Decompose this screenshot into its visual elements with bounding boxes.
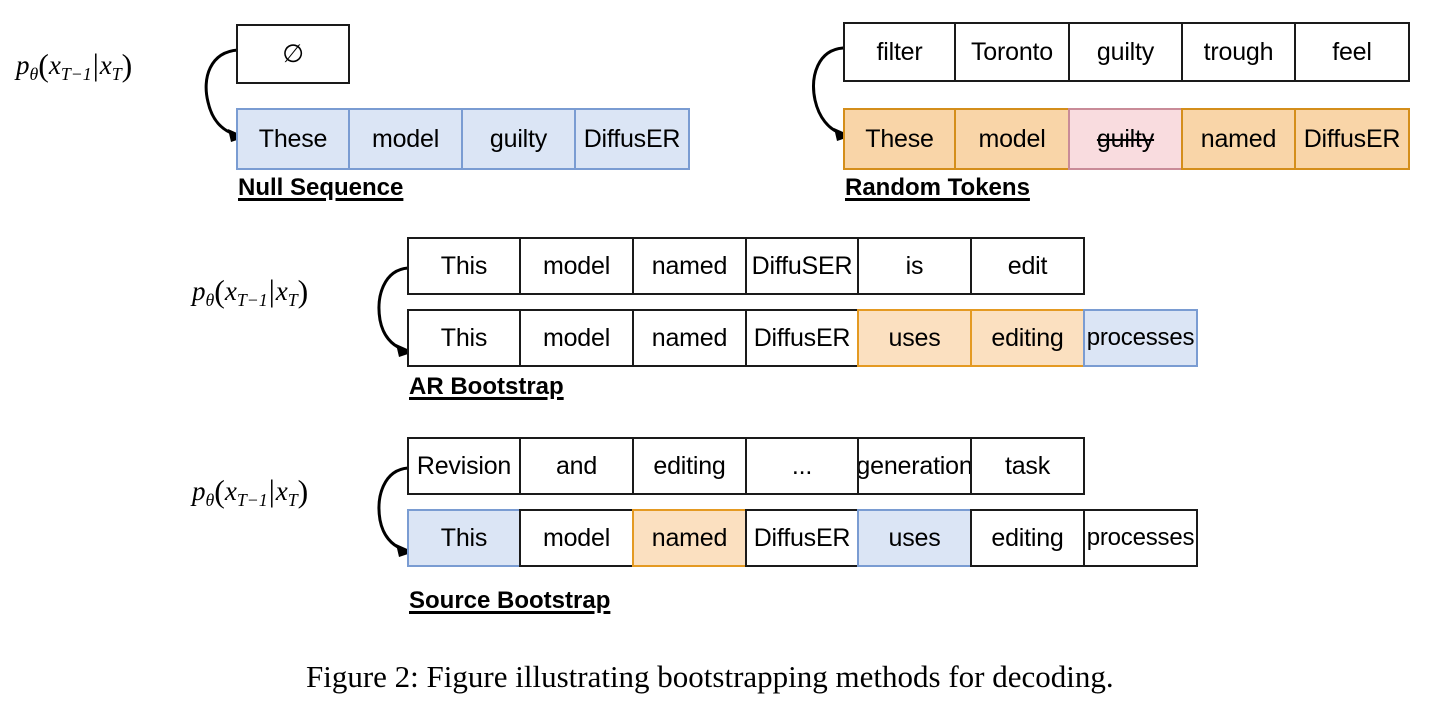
token-cell: DiffusER [745,509,859,567]
token-cell: named [632,509,747,567]
label-source-bootstrap: Source Bootstrap [409,587,611,614]
token-cell: feel [1294,22,1410,82]
row-random-tokens-source: filter Toronto guilty trough feel [843,22,1410,82]
formula-ar-bootstrap: pθ(xT−1|xT) [192,274,309,310]
token-cell: uses [857,509,972,567]
row-ar-bootstrap-target: This model named DiffusER uses editing p… [407,309,1198,367]
label-ar-bootstrap: AR Bootstrap [409,373,564,400]
token-cell: Revision [407,437,521,495]
token-cell: DiffuSER [745,237,859,295]
figure-caption: Figure 2: Figure illustrating bootstrapp… [306,659,1114,694]
token-cell: This [407,309,521,367]
token-cell: This [407,509,521,567]
token-cell: is [857,237,972,295]
token-text-strikethrough: guilty [1096,124,1155,153]
token-cell: editing [970,309,1085,367]
formula-null-sequence: pθ(xT−1|xT) [16,48,133,84]
token-cell: DiffusER [745,309,859,367]
token-cell: model [519,509,634,567]
token-cell: named [632,309,747,367]
token-cell: editing [632,437,747,495]
token-cell: These [843,108,956,170]
formula-source-bootstrap: pθ(xT−1|xT) [192,474,309,510]
token-cell: and [519,437,634,495]
token-cell: uses [857,309,972,367]
token-cell: named [632,237,747,295]
token-cell: This [407,237,521,295]
label-random-tokens: Random Tokens [845,174,1030,201]
token-cell: task [970,437,1085,495]
token-cell: Toronto [954,22,1070,82]
row-source-bootstrap-target: This model named DiffusER uses editing p… [407,509,1198,567]
token-cell: DiffusER [574,108,690,170]
token-cell: generation [857,437,972,495]
token-cell: processes [1083,309,1198,367]
token-cell: guilty [461,108,576,170]
row-source-bootstrap-source: Revision and editing ... generation task [407,437,1085,495]
token-cell: model [519,309,634,367]
token-cell-deleted: guilty [1068,108,1183,170]
token-cell: These [236,108,350,170]
token-cell: editing [970,509,1085,567]
token-cell: DiffusER [1294,108,1410,170]
token-cell: guilty [1068,22,1183,82]
token-cell: processes [1083,509,1198,567]
token-cell: ∅ [236,24,350,84]
token-cell: model [348,108,463,170]
token-cell: named [1181,108,1296,170]
token-cell: model [519,237,634,295]
label-null-sequence: Null Sequence [238,174,404,201]
token-cell: edit [970,237,1085,295]
row-null-sequence-target: These model guilty DiffusER [236,108,690,170]
token-cell: ... [745,437,859,495]
arrow-ar-bootstrap [377,266,414,357]
row-ar-bootstrap-source: This model named DiffuSER is edit [407,237,1085,295]
token-cell: trough [1181,22,1296,82]
row-random-tokens-target: These model guilty named DiffusER [843,108,1410,170]
token-cell: model [954,108,1070,170]
arrow-source-bootstrap [377,466,414,557]
row-null-sequence-source: ∅ [236,24,350,84]
token-cell: filter [843,22,956,82]
